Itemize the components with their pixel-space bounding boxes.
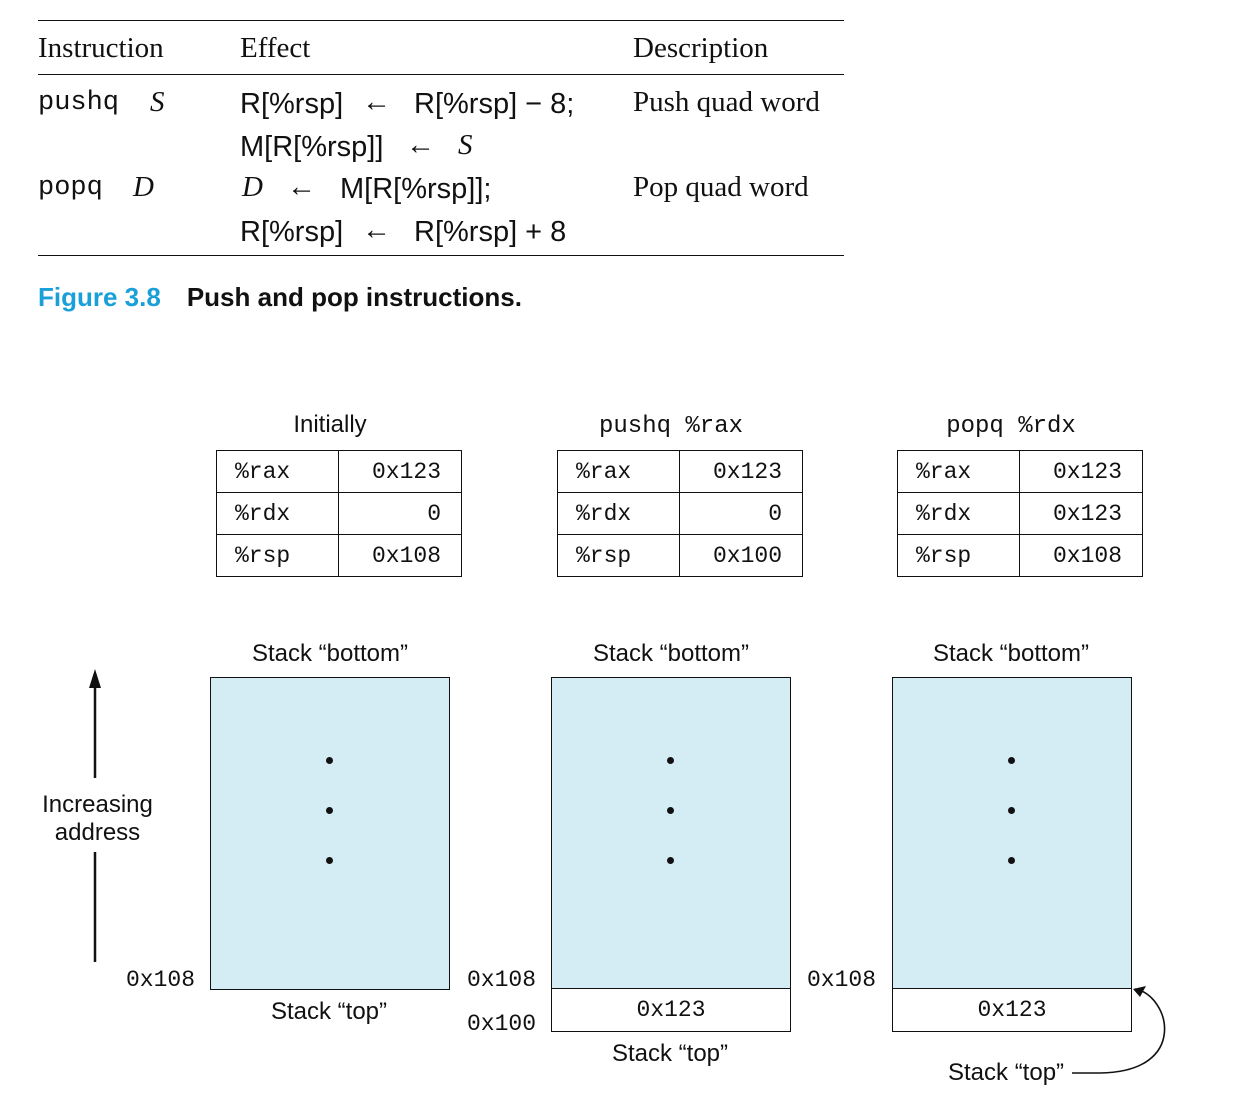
ellipsis-dot [1008,807,1015,814]
operand-d: D [133,171,154,203]
ellipsis-dot [667,807,674,814]
stack-top-label: Stack “top” [611,1040,729,1067]
address-0x100: 0x100 [467,1011,537,1037]
register-name: %rdx [216,492,339,535]
description-push: Push quad word [633,86,820,118]
register-value: 0 [338,492,462,535]
ellipsis-dot [326,857,333,864]
mnemonic-pushq: pushq [38,88,120,118]
register-value: 0 [679,492,803,535]
effect-arrow: ← [287,171,316,203]
register-value: 0x123 [1019,492,1143,535]
stack-top-label: Stack “top” [948,1059,1065,1086]
register-value: 0x123 [1019,450,1143,493]
register-value: 0x108 [338,534,462,577]
table-top-rule [38,20,844,21]
figure-caption: Figure 3.8 Push and pop instructions. [38,282,522,313]
effect-rhs: R[%rsp] + 8 [414,216,567,248]
stack-top-label: Stack “top” [270,998,388,1025]
ellipsis-dot [1008,757,1015,764]
register-name: %rax [557,450,680,493]
table-header-rule [38,74,844,75]
register-value: 0x108 [1019,534,1143,577]
header-description: Description [633,32,769,64]
panel-title-popq: popq %rdx [946,413,1076,440]
ellipsis-dot [1008,857,1015,864]
figure-title: Push and pop instructions. [186,282,522,312]
effect-rhs: S [458,129,473,161]
register-name: %rdx [897,492,1020,535]
address-0x108: 0x108 [126,967,196,993]
panel-title-pushq: pushq %rax [598,413,744,440]
stack-region [210,677,450,990]
effect-rhs: R[%rsp] − 8; [414,88,575,120]
stack-bottom-label: Stack “bottom” [592,640,750,667]
header-instruction: Instruction [38,32,164,64]
axis-label-line1: Increasing [42,791,153,818]
register-value: 0x123 [338,450,462,493]
stack-region [551,677,791,990]
register-value: 0x100 [679,534,803,577]
mnemonic-popq: popq [38,173,103,203]
ellipsis-dot [667,757,674,764]
register-name: %rax [897,450,1020,493]
effect-lhs: R[%rsp] [240,88,344,120]
effect-rhs: M[R[%rsp]]; [340,173,492,205]
ellipsis-dot [667,857,674,864]
axis-label-line2: address [54,819,141,846]
figure-number: Figure 3.8 [38,282,161,312]
axis-arrow-head [89,669,101,688]
description-pop: Pop quad word [633,171,809,203]
ellipsis-dot [326,757,333,764]
stack-bottom-label: Stack “bottom” [251,640,409,667]
header-effect: Effect [240,32,311,64]
effect-lhs: R[%rsp] [240,216,344,248]
stack-slot: 0x123 [551,988,791,1032]
register-name: %rsp [897,534,1020,577]
address-0x108: 0x108 [467,967,537,993]
effect-lhs: D [242,171,263,203]
register-name: %rsp [557,534,680,577]
stack-top-pointer-head [1133,986,1146,997]
stack-bottom-label: Stack “bottom” [932,640,1090,667]
ellipsis-dot [326,807,333,814]
register-value: 0x123 [679,450,803,493]
stack-slot: 0x123 [892,988,1132,1032]
effect-arrow: ← [362,86,391,118]
register-name: %rsp [216,534,339,577]
effect-lhs: M[R[%rsp]] [240,131,384,163]
register-name: %rdx [557,492,680,535]
effect-arrow: ← [362,214,391,246]
axis-label: Increasing address [30,791,165,847]
effect-arrow: ← [406,129,435,161]
stack-top-pointer [1072,988,1166,1074]
table-bottom-rule [38,255,844,256]
register-name: %rax [216,450,339,493]
operand-s: S [150,86,165,118]
panel-title-initially: Initially [293,411,367,438]
address-0x108: 0x108 [807,967,877,993]
stack-region [892,677,1132,990]
